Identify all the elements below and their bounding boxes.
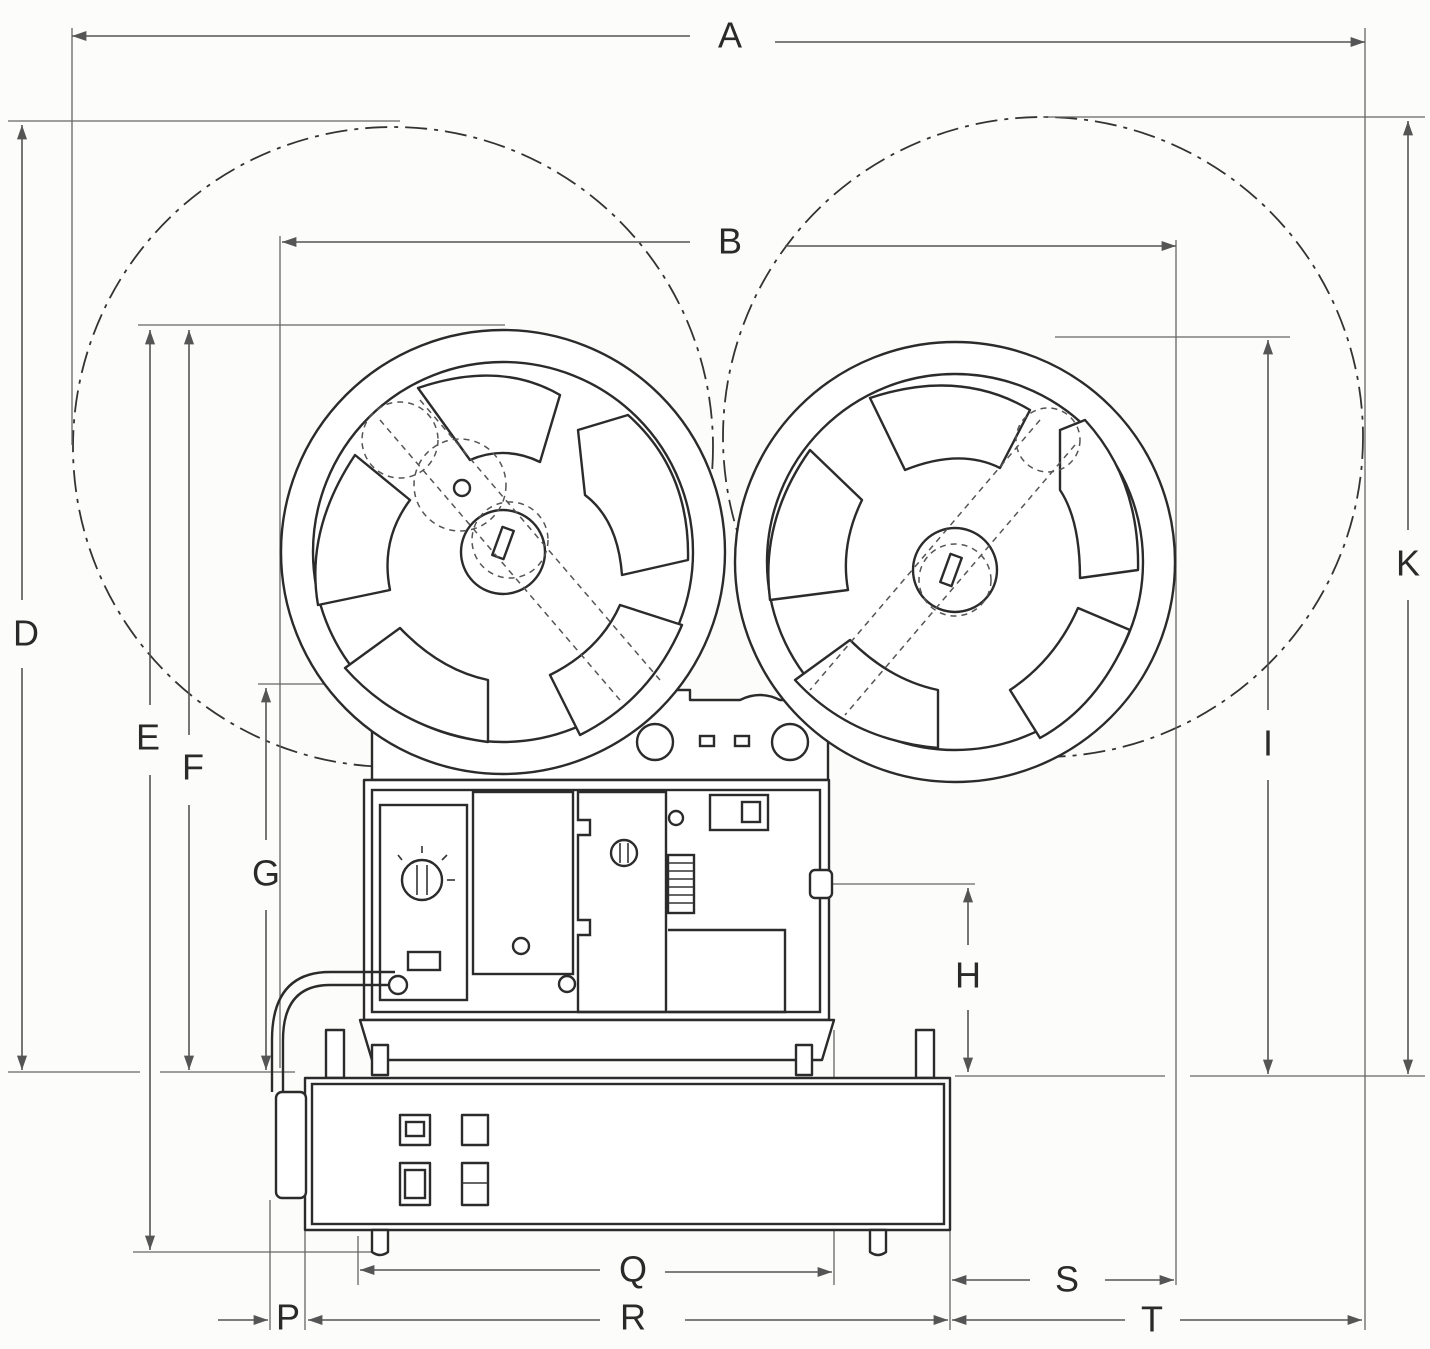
label-I: I: [1263, 723, 1273, 764]
base-switch-1: [460, 1113, 490, 1147]
right-large-reel-outline: [722, 116, 1364, 758]
film-gate-cover: [471, 790, 575, 976]
control-dial: [400, 858, 444, 902]
label-P: P: [276, 1297, 300, 1338]
right-reel-arm: [809, 407, 1081, 716]
base-box-inner: [310, 1082, 946, 1226]
base-skirt: [358, 1018, 836, 1062]
label-B: B: [718, 221, 742, 262]
top-slot-right: [733, 734, 751, 748]
main-housing: [362, 778, 831, 1022]
label-G: G: [252, 853, 280, 894]
lens-housing: [576, 790, 668, 1014]
small-screw: [667, 809, 685, 827]
base-switch-2: [460, 1161, 490, 1207]
left-reel: [279, 328, 727, 776]
label-R: R: [620, 1297, 646, 1338]
power-cable: [270, 970, 409, 1092]
base-post-right: [914, 1028, 936, 1080]
focus-knob: [609, 838, 639, 868]
left-guide-roller: [635, 722, 675, 762]
front-foot-left: [370, 1043, 390, 1077]
housing-screw: [557, 974, 577, 994]
top-slot-left: [698, 734, 716, 748]
cooling-fins: [666, 853, 696, 915]
label-K: K: [1396, 543, 1420, 584]
label-Q: Q: [619, 1249, 647, 1290]
base-unit: [274, 1028, 952, 1257]
right-reel: [733, 340, 1177, 784]
label-F: F: [182, 747, 204, 788]
label-A: A: [718, 15, 742, 56]
small-window: [740, 800, 762, 824]
dimension-lines: [16, 30, 1414, 1326]
indicator-lamp: [398, 1113, 432, 1147]
base-foot-right: [868, 1228, 888, 1257]
label-S: S: [1055, 1259, 1079, 1300]
upper-right-box: [708, 793, 770, 832]
base-post-left: [324, 1028, 346, 1080]
side-knob: [808, 868, 834, 900]
lower-right-panel: [668, 928, 787, 1014]
label-E: E: [136, 717, 160, 758]
gate-knob: [511, 936, 531, 956]
cable-connector: [274, 1090, 308, 1200]
front-foot-right: [794, 1043, 814, 1077]
left-control-panel: [378, 803, 469, 1002]
right-guide-roller: [770, 722, 810, 762]
panel-switch: [406, 950, 442, 972]
label-D: D: [13, 613, 39, 654]
label-H: H: [955, 955, 981, 996]
dimension-labels: A B D E F G H I K P Q R S T: [13, 15, 1420, 1340]
left-large-reel-outline: [72, 126, 714, 768]
left-reel-arm: [361, 399, 661, 701]
base-box: [303, 1076, 952, 1232]
large-reel-outlines: [72, 116, 1364, 768]
label-T: T: [1141, 1299, 1163, 1340]
base-foot-left: [370, 1228, 390, 1257]
